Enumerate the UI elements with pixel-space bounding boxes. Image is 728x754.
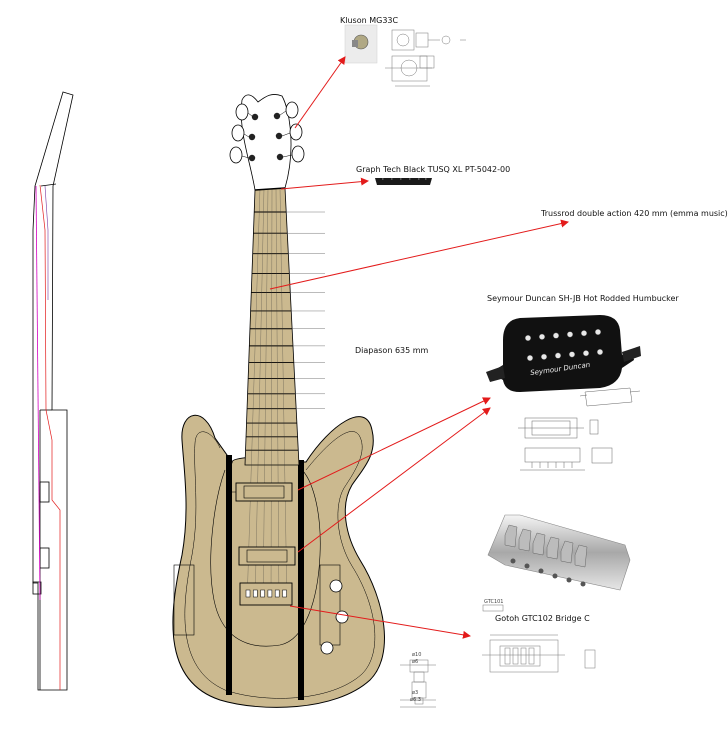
bridge-photo — [487, 514, 631, 591]
guitar-blueprint — [32, 24, 641, 708]
drawing-canvas: Kluson MG33C Graph Tech Black TUSQ XL PT… — [32, 16, 728, 708]
scale-length-label: Diapason 635 mm — [355, 346, 429, 355]
nut-label: Graph Tech Black TUSQ XL PT-5042-00 — [356, 165, 511, 174]
pickup-drawings — [518, 387, 641, 471]
tuner-drawings — [385, 29, 466, 87]
dim-phi63: ø6.3 — [410, 697, 422, 703]
bridge-code-label: GTC101 — [484, 599, 504, 605]
bridge-label: Gotoh GTC102 Bridge C — [495, 614, 590, 623]
trussrod-label: Trussrod double action 420 mm (emma musi… — [541, 209, 728, 218]
side-view — [32, 91, 74, 691]
neck-pickup — [226, 482, 293, 502]
dim-phi3: ø3 — [412, 690, 419, 696]
bridge-pickup — [238, 546, 296, 566]
annotation-arrows — [269, 56, 569, 639]
dim-phi10: ø10 — [412, 652, 422, 658]
pickup-label: Seymour Duncan SH-JB Hot Rodded Humbucke… — [487, 294, 679, 303]
nut-photo — [375, 178, 432, 185]
guitar-front — [172, 94, 385, 708]
tuner-label: Kluson MG33C — [340, 16, 399, 25]
dim-phi6: ø6 — [412, 659, 419, 665]
tuner-photo — [344, 24, 378, 64]
bridge — [239, 582, 293, 606]
humbucker-photo — [486, 315, 641, 392]
bridge-drawings — [400, 604, 596, 708]
